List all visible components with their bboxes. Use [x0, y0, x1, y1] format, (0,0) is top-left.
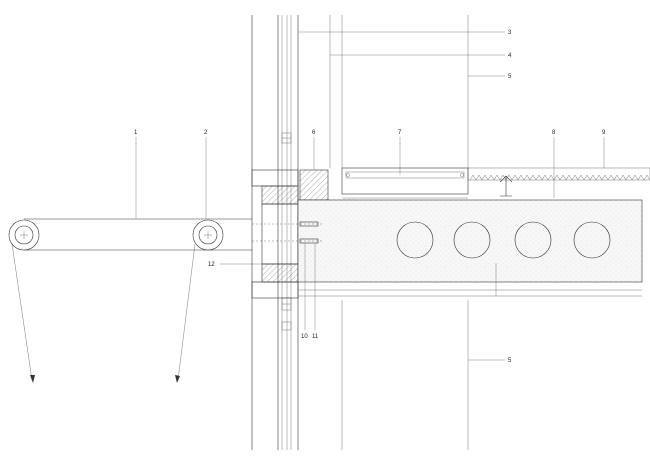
callout-11: 11 [312, 334, 319, 340]
edge-blocks [251, 169, 299, 299]
callout-1: 1 [134, 130, 138, 136]
floor-panel [341, 167, 469, 199]
load-arrow-left [11, 243, 35, 383]
roller-left [8, 219, 40, 251]
callout-6: 6 [312, 130, 316, 136]
roller-right [192, 219, 224, 251]
callout-8: 8 [552, 130, 556, 136]
leader-lines [135, 31, 605, 361]
callout-10: 10 [301, 334, 308, 340]
callout-2: 2 [204, 130, 208, 136]
glazing-spacers [281, 132, 292, 331]
deck-surface [467, 167, 650, 197]
callout-4: 4 [508, 53, 512, 59]
callout-9: 9 [602, 130, 606, 136]
hollow-core-slab [297, 199, 643, 297]
load-arrow-right [175, 243, 196, 383]
callout-12: 12 [208, 262, 215, 268]
conveyor-belt [8, 218, 252, 383]
callout-labels: 1 2 3 4 5 6 7 8 9 10 11 12 5 [134, 30, 606, 364]
callout-3: 3 [508, 30, 512, 36]
callout-7: 7 [398, 130, 402, 136]
callout-5-bottom: 5 [508, 358, 512, 364]
anchor-bolts [252, 221, 322, 244]
callout-5-top: 5 [508, 74, 512, 80]
